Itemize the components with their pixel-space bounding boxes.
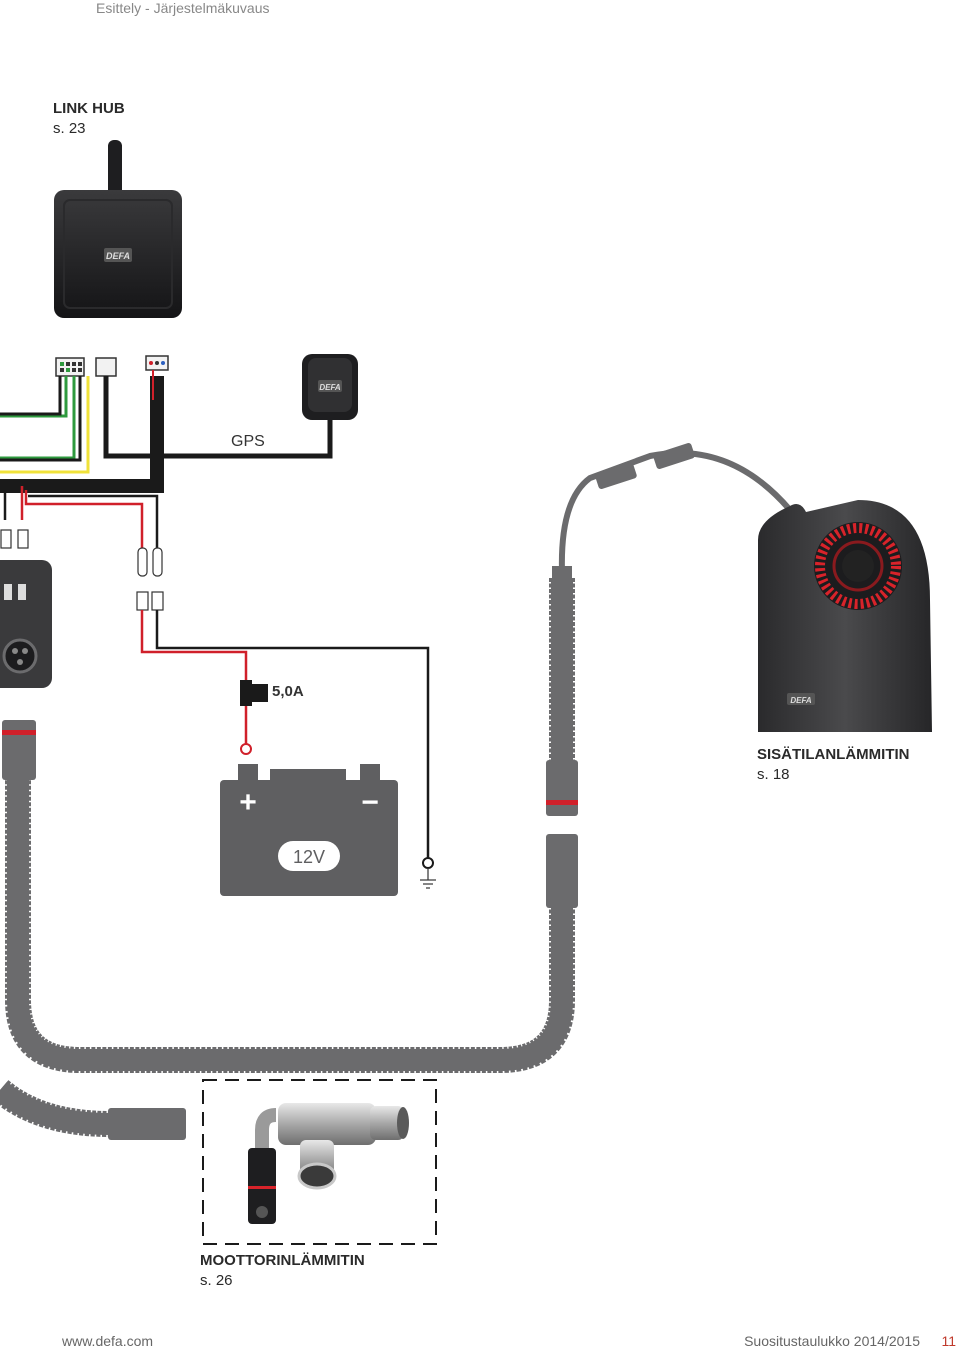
link-hub-antenna (108, 140, 122, 200)
link-hub-device: DEFA (54, 140, 182, 318)
footer-website[interactable]: www.defa.com (62, 1333, 154, 1349)
spade-connectors (0, 529, 164, 620)
wiring-harness (0, 370, 430, 858)
hub-connectors (55, 355, 169, 377)
gps-label: GPS (231, 433, 265, 450)
link-hub-logo-plate (104, 248, 132, 262)
link-hub-logo: DEFA (106, 251, 130, 261)
interior-heater-title: SISÄTILANLÄMMITIN (757, 746, 910, 763)
interior-heater-caption: SISÄTILANLÄMMITIN s. 18 (757, 745, 909, 785)
engine-heater-box (202, 1079, 437, 1245)
gps-device: DEFA (302, 354, 358, 430)
interior-heater: DEFA (758, 500, 932, 732)
gps-logo: DEFA (319, 383, 341, 392)
interior-heater-page-ref: s. 18 (757, 766, 790, 783)
battery-plus: + (239, 786, 257, 819)
engine-heater-page-ref: s. 26 (200, 1272, 233, 1289)
control-unit-partial (0, 560, 52, 688)
link-hub-title: LINK HUB (53, 100, 125, 117)
connector-6pin (95, 357, 117, 377)
section-title: Esittely - Järjestelmäkuvaus (96, 0, 270, 16)
engine-heater-caption: MOOTTORINLÄMMITIN s. 26 (200, 1251, 365, 1291)
battery-voltage: 12V (293, 847, 325, 867)
ground-symbol (420, 857, 436, 889)
fuse (240, 680, 268, 755)
engine-heater-title: MOOTTORINLÄMMITIN (200, 1252, 365, 1269)
connector-8pin (55, 357, 85, 377)
link-hub-page-ref: s. 23 (53, 120, 86, 137)
battery: + − 12V (220, 764, 398, 896)
fuse-label: 5,0A (272, 683, 304, 700)
engine-heater-device (248, 1103, 409, 1224)
battery-body (220, 780, 398, 896)
plug-male (546, 760, 578, 816)
footer-publication: Suositustaulukko 2014/2015 (744, 1333, 920, 1349)
heater-logo: DEFA (790, 696, 812, 705)
power-cable-right (0, 442, 793, 1140)
footer-page-number: 11 (941, 1333, 956, 1349)
link-hub-caption: LINK HUB s. 23 (53, 99, 125, 139)
plug-female (546, 834, 578, 908)
battery-voltage-pill (278, 841, 340, 871)
battery-minus: − (361, 786, 379, 819)
